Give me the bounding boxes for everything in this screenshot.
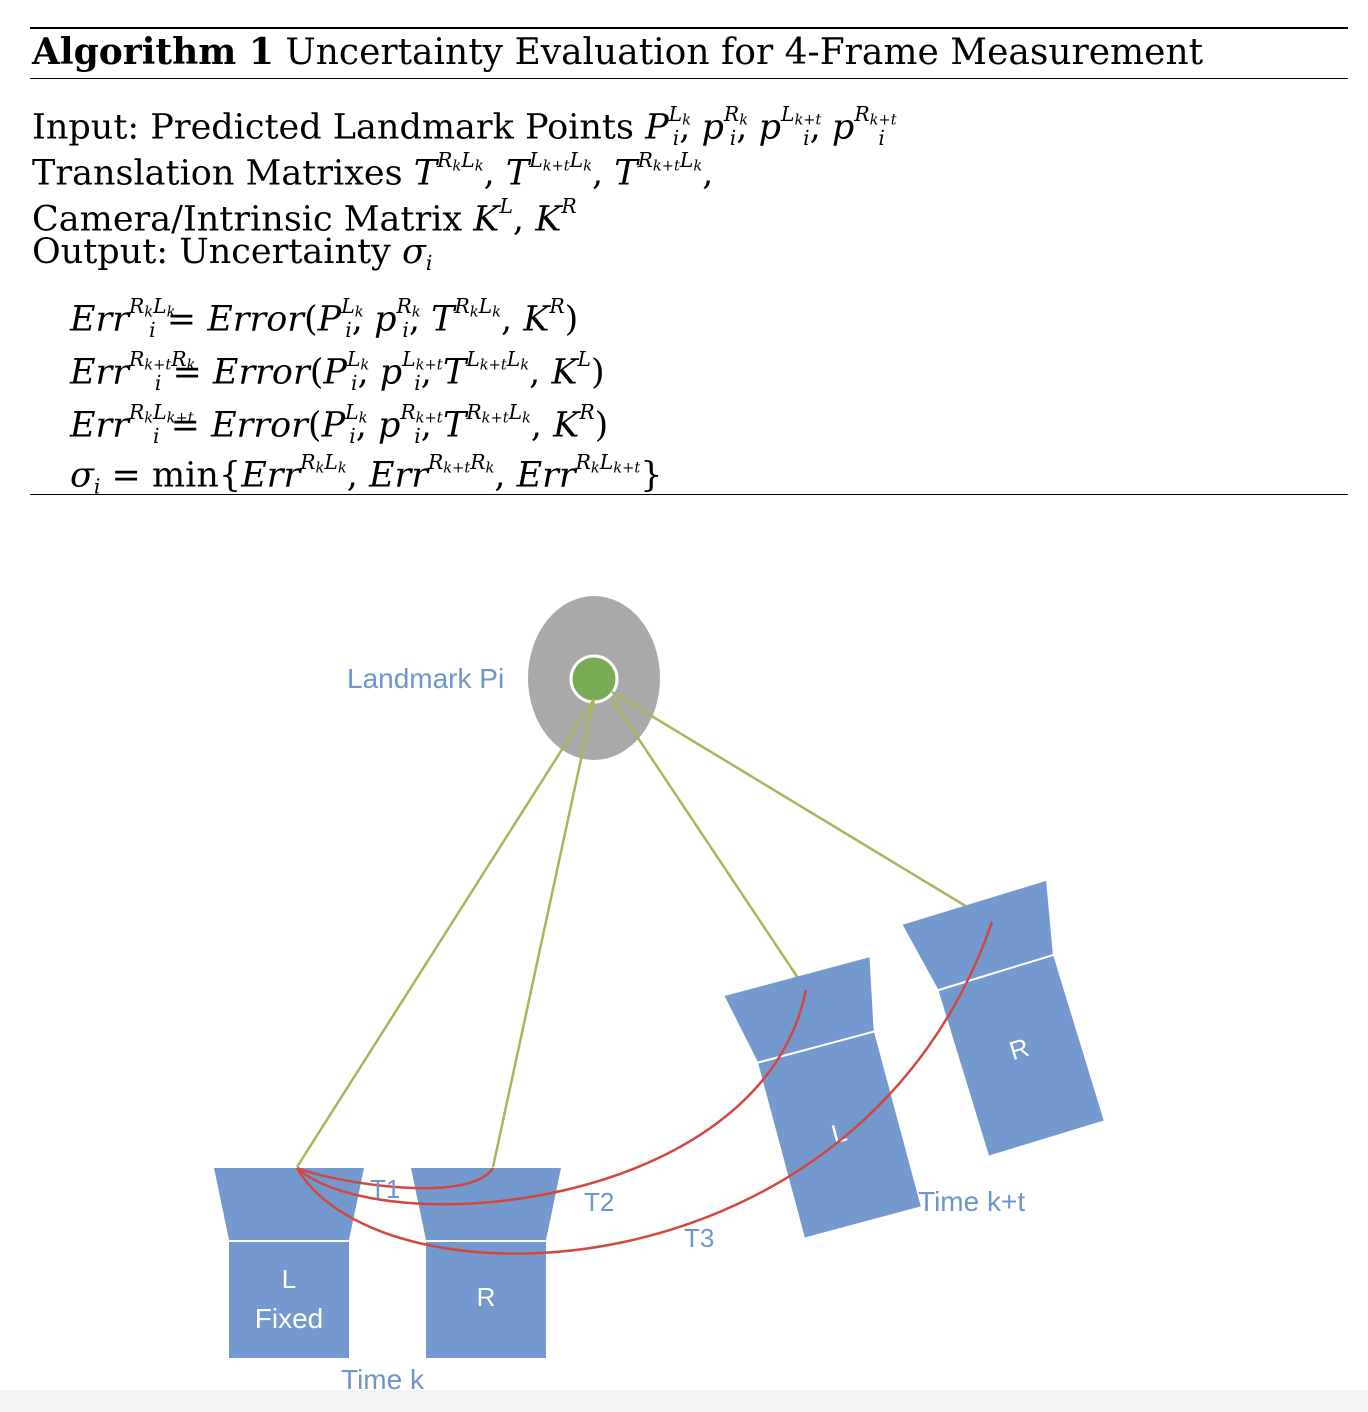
stereo-diagram: Landmark Pi L Fixed R L R T1 T2 T3 [214,596,1104,1395]
input-line: Input: Predicted Landmark Points PLki, p… [32,102,897,151]
camera-left-kt-lens [724,957,874,1062]
step-4-rhs: min [151,455,219,496]
transform-t1-label: T1 [370,1174,400,1204]
top-rule [30,27,1348,29]
step-3: ErrRkLk+ti = Error(PLki, pRk+ti, TRk+tLk… [70,400,609,449]
algorithm-name: Uncertainty Evaluation for 4-Frame Measu… [285,32,1204,73]
translation-label: Translation Matrixes [32,153,403,194]
camera-left-fixed-body [229,1242,349,1358]
transform-arcs [295,921,994,1255]
input-label: Input: Predicted Landmark Points [32,107,634,148]
step-1-lhs: Err [70,299,130,340]
time-k-label: Time k [341,1364,425,1395]
camera-right-k: R [411,1168,561,1358]
ray-right-kt [611,690,993,924]
output-line: Output: Uncertainty σi [32,232,433,276]
algorithm-title: Algorithm 1 Uncertainty Evaluation for 4… [32,30,1203,75]
camera-right-k-label: R [477,1282,496,1312]
camera-right-kt: R [902,880,1104,1156]
bottom-rule [30,494,1348,495]
camera-left-fixed-sublabel: Fixed [255,1303,323,1334]
camera-left-kt: L [724,957,921,1238]
arc-t1 [296,1166,495,1190]
ray-left-kt [610,698,808,991]
landmark-label: Landmark Pi [347,663,504,694]
camera-label: Camera/Intrinsic Matrix [32,199,463,240]
landmark-point [569,654,619,704]
step-3-lhs: Err [70,405,130,446]
title-rule [30,78,1348,79]
transform-t3-label: T3 [684,1223,714,1253]
step-2: ErrRk+tRki = Error(PLki, pLk+ti, TLk+tLk… [70,347,605,396]
step-1: ErrRkLki = Error(PLki, pRki, TRkLk, KR) [70,294,579,343]
step-2-lhs: Err [70,352,130,393]
camera-line: Camera/Intrinsic Matrix KL, KR [32,194,577,240]
ray-right-k [491,698,596,1168]
transform-t2-label: T2 [584,1187,614,1217]
step-1-rhs: Error [207,299,305,340]
arc-t2 [296,989,808,1206]
rays [295,690,993,1168]
camera-right-kt-body [938,955,1104,1156]
step-4: σi = min{ErrRkLk, ErrRk+tRk, ErrRkLk+t} [70,450,663,499]
translation-line: Translation Matrixes TRkLk, TLk+tLk, TRk… [32,148,714,194]
time-kt-label: Time k+t [918,1186,1025,1217]
camera-right-k-body [426,1242,546,1358]
ray-left-fixed [295,698,596,1168]
algorithm-label: Algorithm 1 [32,31,274,73]
camera-left-fixed-label: L [282,1264,296,1294]
step-2-rhs: Error [212,352,310,393]
step-3-rhs: Error [211,405,308,446]
output-label: Output: Uncertainty [32,232,391,272]
step-4-lhs: σ [70,455,94,496]
camera-left-fixed: L Fixed [214,1168,364,1358]
page-bottom-band [0,1390,1368,1412]
camera-left-kt-body [758,1032,921,1238]
camera-right-kt-lens [902,880,1053,990]
arc-t3 [295,921,994,1255]
